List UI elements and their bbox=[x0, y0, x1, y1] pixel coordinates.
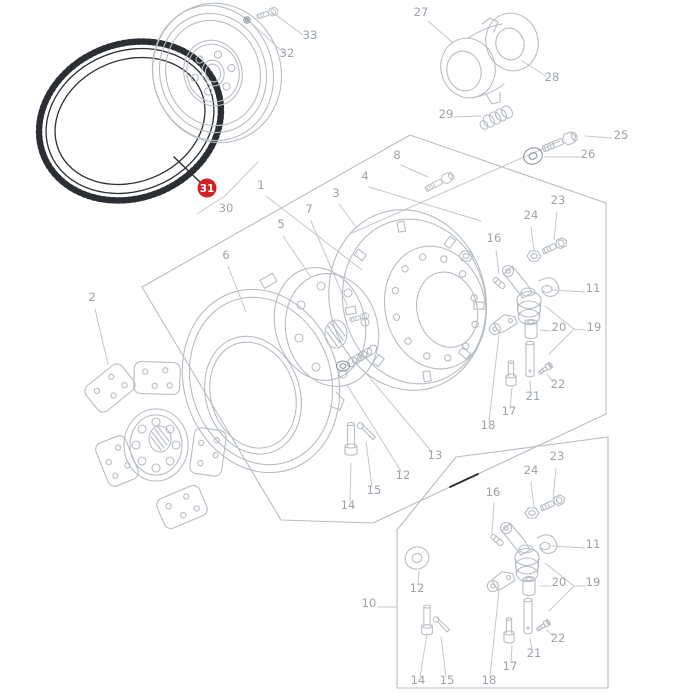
part-label-12: 12 bbox=[396, 468, 411, 482]
flywheel-bolt-33 bbox=[255, 5, 280, 22]
flywheel bbox=[151, 2, 283, 144]
highlight-badge[interactable]: 31 bbox=[197, 178, 217, 198]
part-label-5: 5 bbox=[277, 217, 284, 231]
part-label-18: 18 bbox=[482, 673, 497, 687]
washer-32 bbox=[243, 16, 251, 24]
part-label-19: 19 bbox=[587, 320, 602, 334]
spring-eyelet bbox=[335, 360, 351, 372]
leader-lines bbox=[94, 11, 613, 678]
hardware-set-lower bbox=[485, 493, 567, 643]
part-label-33: 33 bbox=[303, 28, 318, 42]
part-label-8: 8 bbox=[393, 148, 400, 162]
cotter-pin-15 bbox=[354, 421, 379, 441]
part-label-21: 21 bbox=[527, 646, 542, 660]
part-label-14: 14 bbox=[341, 498, 356, 512]
part-label-17: 17 bbox=[503, 659, 518, 673]
clevis-pin-14 bbox=[344, 421, 358, 456]
part-label-25: 25 bbox=[614, 128, 629, 142]
hardware-set-upper bbox=[487, 236, 569, 386]
pressure-ring bbox=[181, 272, 341, 474]
part-label-10: 10 bbox=[362, 596, 377, 610]
part-label-21: 21 bbox=[526, 389, 541, 403]
lower-assembly-box bbox=[396, 436, 609, 689]
spring-29 bbox=[479, 105, 514, 130]
part-label-14: 14 bbox=[411, 673, 426, 687]
part-label-1: 1 bbox=[257, 178, 264, 192]
part-label-30: 30 bbox=[219, 201, 234, 215]
part-label-32: 32 bbox=[280, 46, 295, 60]
part-label-19: 19 bbox=[586, 575, 601, 589]
disc-pad bbox=[81, 360, 139, 416]
clevis-pin-14 bbox=[421, 604, 433, 636]
washer-12 bbox=[404, 546, 430, 570]
cotter-pin-15 bbox=[430, 615, 452, 633]
part-label-26: 26 bbox=[581, 147, 596, 161]
washer-26 bbox=[523, 147, 543, 165]
part-label-23: 23 bbox=[551, 193, 566, 207]
part-label-2: 2 bbox=[88, 290, 95, 304]
part-label-16: 16 bbox=[487, 231, 502, 245]
part-label-4: 4 bbox=[361, 169, 368, 183]
part-label-20: 20 bbox=[552, 575, 567, 589]
part-label-22: 22 bbox=[551, 377, 566, 391]
plate-spline-hub bbox=[324, 319, 348, 349]
part-label-7: 7 bbox=[305, 202, 312, 216]
disc-pad bbox=[132, 360, 182, 396]
badge-number: 31 bbox=[200, 183, 215, 195]
bolt-25 bbox=[540, 129, 580, 155]
release-bearing-27 bbox=[440, 17, 505, 105]
part-label-20: 20 bbox=[552, 320, 567, 334]
ring-gear bbox=[35, 38, 225, 204]
part-label-23: 23 bbox=[550, 449, 565, 463]
part-label-13: 13 bbox=[428, 448, 443, 462]
part-label-18: 18 bbox=[481, 418, 496, 432]
bolt-8 bbox=[423, 170, 456, 195]
part-label-24: 24 bbox=[524, 463, 539, 477]
part-label-17: 17 bbox=[502, 404, 517, 418]
part-label-16: 16 bbox=[486, 485, 501, 499]
badge-circle[interactable] bbox=[197, 178, 217, 198]
axis-line bbox=[351, 140, 561, 234]
part-label-27: 27 bbox=[414, 5, 429, 19]
part-label-22: 22 bbox=[551, 631, 566, 645]
spring-13 bbox=[346, 344, 378, 368]
part-label-24: 24 bbox=[524, 208, 539, 222]
part-label-6: 6 bbox=[222, 248, 229, 262]
part-label-29: 29 bbox=[439, 107, 454, 121]
part-label-12: 12 bbox=[410, 581, 425, 595]
part-label-15: 15 bbox=[440, 673, 455, 687]
clutch-disc bbox=[81, 360, 228, 532]
part-label-3: 3 bbox=[332, 186, 339, 200]
part-label-11: 11 bbox=[586, 281, 601, 295]
disc-spline-hub bbox=[148, 425, 172, 453]
part-label-15: 15 bbox=[367, 483, 382, 497]
upper-assembly-box bbox=[141, 134, 607, 524]
clutch-cover bbox=[328, 209, 488, 391]
box-edge-accent bbox=[449, 473, 479, 488]
disc-pad bbox=[154, 482, 210, 532]
bearing-carrier-28 bbox=[485, 12, 539, 72]
intermediate-plate bbox=[273, 267, 380, 411]
part-label-11: 11 bbox=[586, 537, 601, 551]
part-label-28: 28 bbox=[545, 70, 560, 84]
highlight-leader bbox=[173, 156, 202, 184]
